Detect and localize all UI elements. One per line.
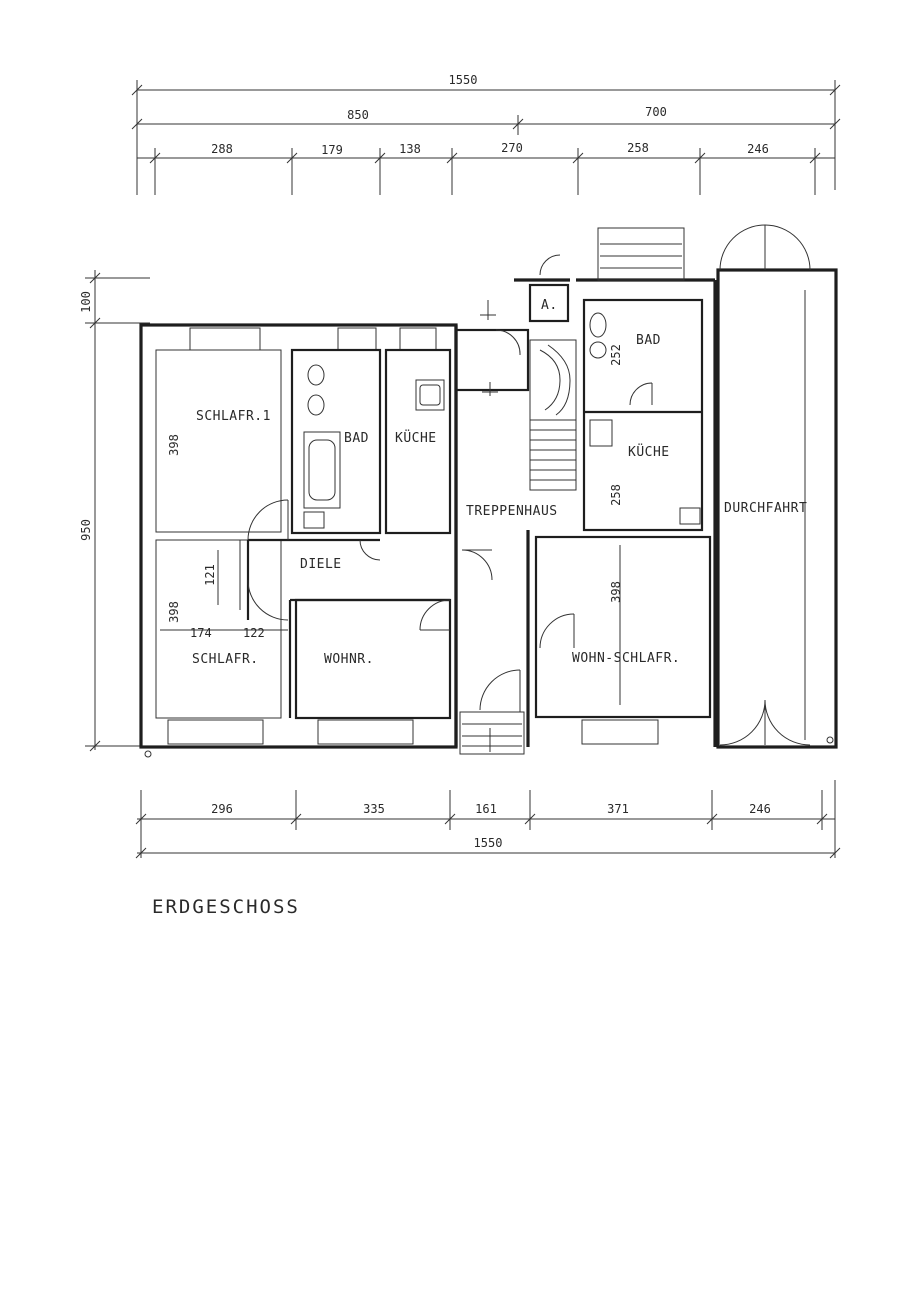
room-schlafr: SCHLAFR. <box>192 652 259 667</box>
dim-bottom-overall: 1550 <box>474 836 503 850</box>
dim-bottom-seg-3: 161 <box>475 802 497 816</box>
top-dimension-lines <box>131 80 841 195</box>
dim-left-top: 100 <box>79 291 93 313</box>
room-abstell: A. <box>541 298 558 313</box>
room-wohn-schlafr: WOHN-SCHLAFR. <box>572 651 680 666</box>
room-wohnr: WOHNR. <box>324 652 374 667</box>
room-treppenhaus: TREPPENHAUS <box>466 504 558 519</box>
room-schlafr1: SCHLAFR.1 <box>196 409 271 424</box>
dim-diele-121: 121 <box>203 564 217 586</box>
dim-bad-right-252: 252 <box>609 344 623 366</box>
room-bad-right: BAD <box>636 333 661 348</box>
dim-top-seg-2: 179 <box>321 143 343 157</box>
dim-top-overall: 1550 <box>449 73 478 87</box>
dim-left-height: 950 <box>79 519 93 541</box>
room-kueche-left: KÜCHE <box>395 429 437 446</box>
dim-schlafr1-height: 398 <box>167 434 181 456</box>
dim-bottom-seg-1: 296 <box>211 802 233 816</box>
dim-top-seg-6: 246 <box>747 142 769 156</box>
dim-top-seg-5: 258 <box>627 141 649 155</box>
dim-top-seg-3: 138 <box>399 142 421 156</box>
walls <box>139 224 838 758</box>
dim-top-seg-4: 270 <box>501 141 523 155</box>
dim-schlafr-height: 398 <box>167 601 181 623</box>
room-kueche-right: KÜCHE <box>628 443 670 460</box>
room-durchfahrt: DURCHFAHRT <box>724 501 807 516</box>
dim-bottom-seg-5: 246 <box>749 802 771 816</box>
dim-wohn-schlafr-398: 398 <box>609 581 623 603</box>
dim-schlafr-174: 174 <box>190 626 212 640</box>
bottom-dimension-lines <box>135 780 841 859</box>
room-diele: DIELE <box>300 557 342 572</box>
plan-title: ERDGESCHOSS <box>152 896 300 918</box>
left-dimension-lines <box>85 270 150 752</box>
dim-top-seg-1: 288 <box>211 142 233 156</box>
room-bad-left: BAD <box>344 431 369 446</box>
dim-top-left-part: 850 <box>347 108 369 122</box>
dim-schlafr-122: 122 <box>243 626 265 640</box>
dim-kueche-right-258: 258 <box>609 484 623 506</box>
dim-bottom-seg-2: 335 <box>363 802 385 816</box>
dim-bottom-seg-4: 371 <box>607 802 629 816</box>
dim-top-right-part: 700 <box>645 105 667 119</box>
